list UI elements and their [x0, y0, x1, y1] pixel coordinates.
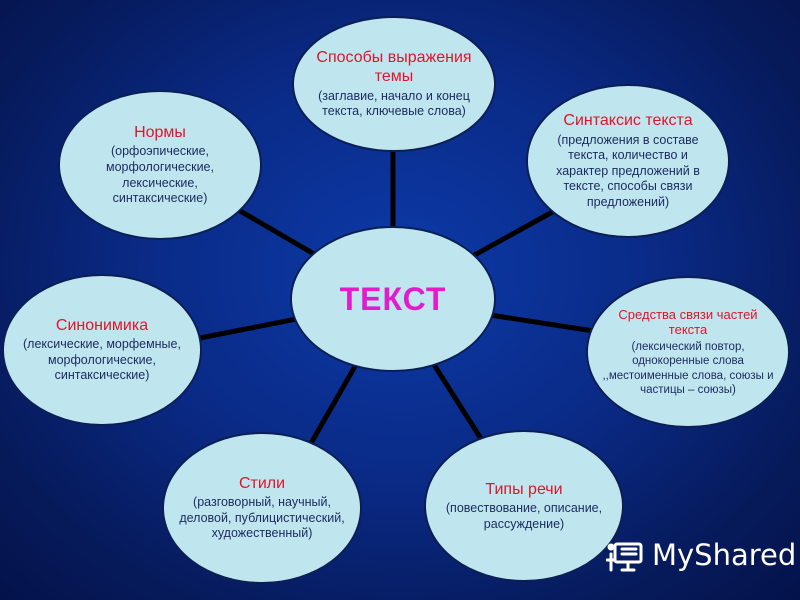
watermark-text: MyShared [652, 538, 797, 572]
node-linking-means: Средства связи частей текста (лексически… [586, 276, 790, 428]
node-description: (заглавие, начало и конец текста, ключев… [318, 88, 470, 119]
node-title: Типы речи [485, 480, 563, 498]
node-title: Способы выражения темы [316, 49, 472, 86]
node-speech-types: Типы речи (повествование, описание, расс… [424, 430, 624, 582]
watermark-logo: MyShared [606, 536, 796, 574]
node-title: Синонимика [55, 316, 149, 334]
node-description: (лексический повтор, однокоренные слова … [602, 340, 774, 396]
node-title: Стили [238, 474, 286, 492]
node-description: (предложения в составе текста, количеств… [556, 132, 700, 210]
node-styles: Стили (разговорный, научный, деловой, пу… [162, 432, 362, 584]
node-description: (лексические, морфемные, морфологические… [23, 337, 181, 383]
node-synonymy: Синонимика (лексические, морфемные, морф… [2, 274, 202, 426]
node-title: Синтаксис текста [563, 112, 693, 130]
node-text-syntax: Синтаксис текста (предложения в составе … [526, 84, 730, 238]
node-description: (орфоэпические, морфологические, лексиче… [106, 144, 214, 206]
node-title: Нормы [134, 124, 186, 142]
node-title: Средства связи частей текста [618, 306, 758, 338]
node-norms: Нормы (орфоэпические, морфологические, л… [58, 90, 262, 240]
node-text-center: ТЕКСТ [290, 226, 496, 372]
node-description: (повествование, описание, рассуждение) [445, 500, 603, 531]
node-description: (разговорный, научный, деловой, публицис… [179, 495, 345, 541]
node-expression-of-theme: Способы выражения темы (заглавие, начало… [292, 16, 496, 152]
presentation-board-icon [606, 542, 643, 572]
center-title: ТЕКСТ [339, 280, 447, 317]
